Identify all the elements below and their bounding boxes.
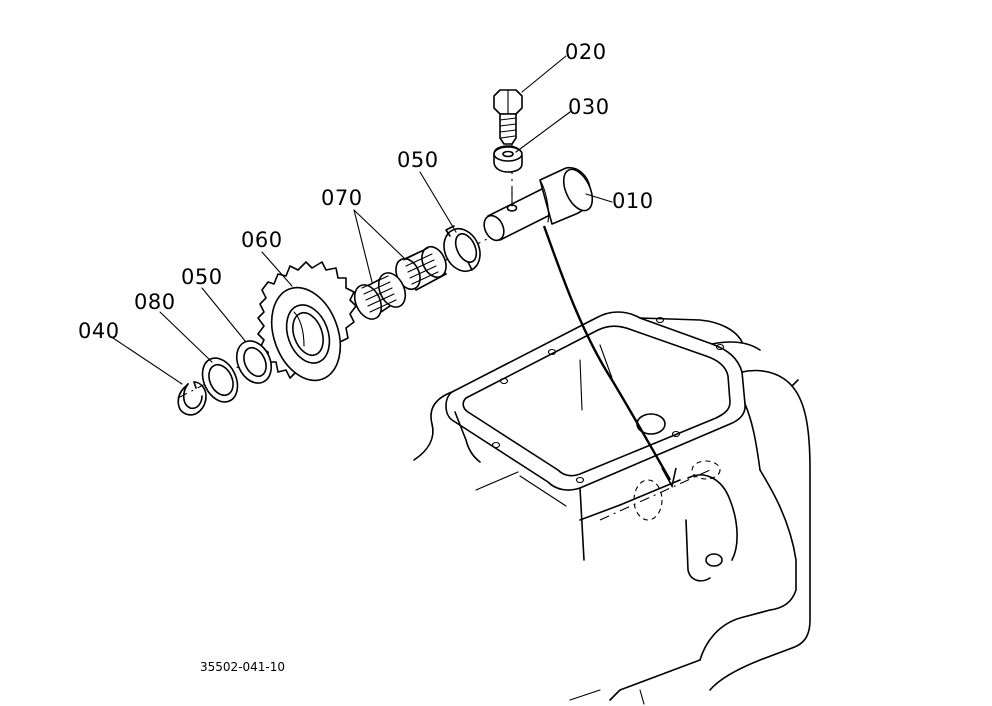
washer-080: [201, 357, 239, 403]
thrust-washer-050-lower: [235, 340, 273, 384]
shaft-010: [483, 166, 594, 242]
housing-case: [413, 311, 811, 705]
snap-ring-040: [177, 381, 207, 416]
needle-bearing-070-left: [353, 272, 407, 320]
part-label-070: 070: [321, 186, 363, 210]
needle-bearing-070-right: [395, 245, 447, 291]
part-label-050-lower: 050: [181, 265, 223, 289]
part-label-050-upper: 050: [397, 148, 439, 172]
figure-number: 35502-041-10: [200, 660, 285, 674]
centerline-housing: [599, 469, 711, 521]
leader-lines: [109, 55, 613, 385]
assembly-arrow: [542, 225, 677, 489]
bolt-020: [493, 89, 523, 145]
part-label-040: 040: [78, 319, 120, 343]
part-label-020: 020: [565, 40, 607, 64]
part-label-060: 060: [241, 228, 283, 252]
thrust-washer-050-upper: [443, 225, 481, 272]
part-label-010: 010: [612, 189, 654, 213]
part-label-030: 030: [568, 95, 610, 119]
washer-030: [493, 145, 523, 173]
part-label-080: 080: [134, 290, 176, 314]
gear-060: [257, 261, 357, 382]
